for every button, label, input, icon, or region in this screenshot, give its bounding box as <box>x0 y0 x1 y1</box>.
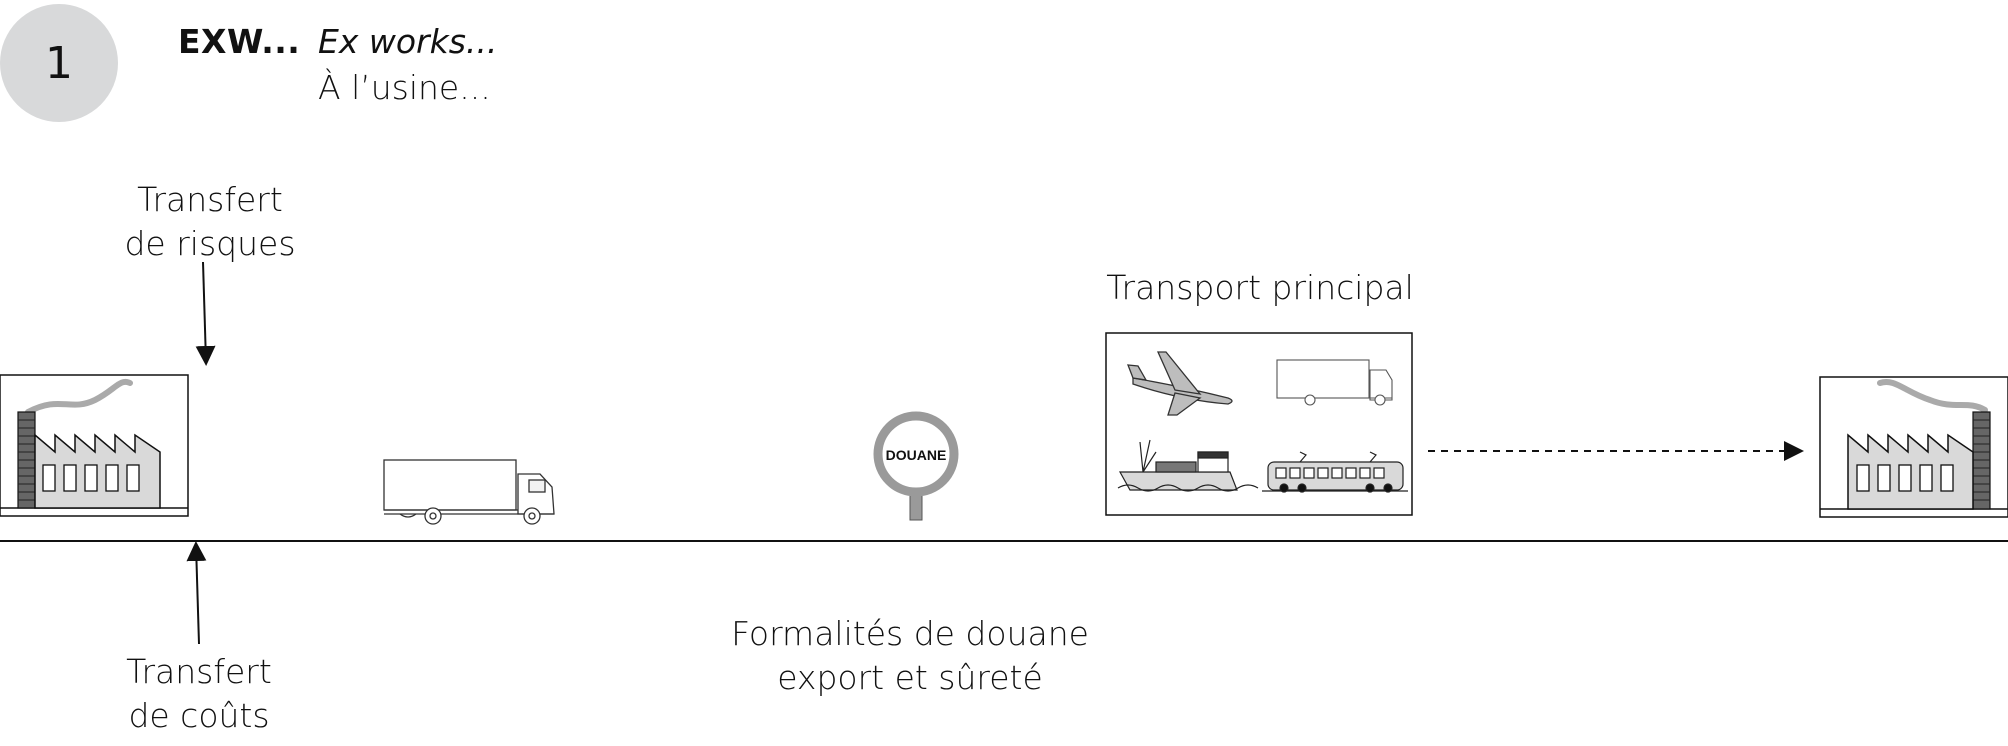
step-number-badge: 1 <box>0 4 118 122</box>
customs-formalities-line-2: export et sûreté <box>777 658 1043 697</box>
customs-sign-icon: DOUANE <box>873 411 959 521</box>
risk-transfer-line-1: Transfert <box>137 180 283 219</box>
risk-transfer-arrow <box>195 261 216 366</box>
risk-transfer-label: Transfert de risques <box>110 178 310 266</box>
customs-sign-text: DOUANE <box>886 447 947 463</box>
customs-formalities-label: Formalités de douane export et sûreté <box>710 612 1110 700</box>
main-transport-label: Transport principal <box>1106 268 1414 307</box>
truck-icon <box>383 459 555 525</box>
cost-transfer-arrow <box>186 541 207 645</box>
step-number: 1 <box>45 37 73 89</box>
incoterm-english: Ex works... <box>318 22 498 61</box>
incoterm-french: À l’usine... <box>318 68 491 107</box>
buyer-factory-icon <box>1819 376 2008 518</box>
seller-factory-icon <box>0 374 189 517</box>
airplane-icon <box>1127 351 1233 416</box>
main-transport-box <box>1105 332 1413 516</box>
cost-transfer-line-2: de coûts <box>128 696 270 735</box>
incoterm-code: EXW... <box>178 22 301 61</box>
risk-transfer-line-2: de risques <box>124 224 296 263</box>
truck-icon <box>1276 359 1393 406</box>
ship-icon <box>1117 439 1259 492</box>
cost-transfer-line-1: Transfert <box>126 652 272 691</box>
cost-transfer-label: Transfert de coûts <box>99 650 299 738</box>
train-icon <box>1262 451 1408 493</box>
customs-formalities-line-1: Formalités de douane <box>731 614 1089 653</box>
